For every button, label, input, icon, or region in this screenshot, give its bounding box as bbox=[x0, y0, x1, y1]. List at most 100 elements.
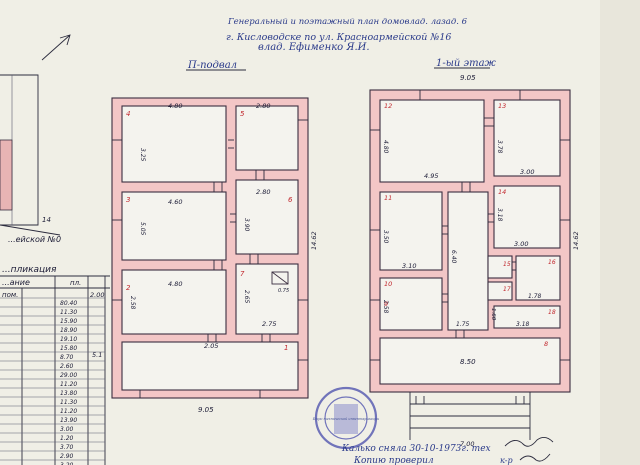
basement-dim-505: 5.05 bbox=[139, 222, 146, 236]
table-rows: 80.4011.3015.9018.9019.1015.808.702.6029… bbox=[0, 297, 105, 465]
table-cell-area: 80.40 bbox=[60, 300, 77, 307]
floor1-room-num-17: 17 bbox=[503, 286, 511, 293]
footer-note-1: Калько сняла 30-10-1973г. тех bbox=[341, 444, 491, 454]
floor1-right-height: 14.62 bbox=[572, 231, 580, 250]
header-line-3: влад. Ефименко Я.И. bbox=[258, 42, 370, 53]
basement-room-5-width: 2.80 bbox=[256, 102, 270, 110]
floor1-dim-480: 4.80 bbox=[382, 140, 389, 154]
table-cell-area: 18.90 bbox=[60, 327, 77, 334]
table-title: ...пликация bbox=[2, 265, 57, 275]
basement-room-3-width: 4.60 bbox=[168, 198, 182, 206]
basement-room-4-width: 4.80 bbox=[168, 102, 182, 110]
basement-stair-box bbox=[271, 271, 289, 285]
floor1-room-12-width: 4.95 bbox=[424, 172, 438, 180]
basement-dim-075: 0.75 bbox=[278, 288, 289, 294]
stamp-center-mark bbox=[334, 404, 358, 434]
stamp-text: Бюро технической инвентаризации bbox=[312, 417, 380, 421]
basement-dim-390: 3.90 bbox=[243, 218, 250, 232]
table-cell-area: 2.60 bbox=[60, 363, 74, 370]
floor1-room-num-9: 9 bbox=[384, 300, 388, 308]
floor1-room-8 bbox=[379, 337, 561, 385]
site-building bbox=[0, 139, 13, 211]
site-street-line bbox=[0, 224, 61, 236]
floor1-room-13 bbox=[493, 99, 561, 177]
floor1-room-12 bbox=[379, 99, 485, 183]
floor1-dim-318: 3.18 bbox=[496, 208, 503, 222]
floor1-room-14-width: 3.00 bbox=[514, 240, 528, 248]
paper-shadow bbox=[600, 0, 640, 465]
basement-room-6-width: 2.80 bbox=[256, 188, 270, 196]
floor1-top-width: 9.05 bbox=[460, 74, 476, 82]
floor1-room-16 bbox=[515, 255, 561, 301]
basement-door-marks bbox=[112, 119, 308, 398]
signature-2 bbox=[519, 453, 551, 462]
site-mark-14: 14 bbox=[42, 216, 51, 224]
table-cell-area: 13.90 bbox=[60, 417, 77, 424]
table-mark-1: 5.1 bbox=[92, 351, 102, 359]
table-cell-area: 13.80 bbox=[60, 390, 77, 397]
signature-1 bbox=[504, 437, 554, 447]
table-cell-area: 29.00 bbox=[60, 372, 77, 379]
floor1-dim-700: 7.00 bbox=[460, 440, 474, 448]
floor1-room-14 bbox=[493, 185, 561, 249]
floor1-dim-258: 2.58 bbox=[382, 300, 389, 314]
basement-room-num-3: 3 bbox=[126, 196, 130, 204]
floor1-room-num-14: 14 bbox=[498, 188, 506, 196]
basement-room-1 bbox=[121, 341, 299, 391]
floor1-room-num-18: 18 bbox=[548, 309, 556, 316]
floor1-dim-160: 1.60 bbox=[490, 308, 496, 321]
floor1-room-9-width: 1.75 bbox=[456, 321, 470, 328]
table-cell-area: 19.10 bbox=[60, 336, 77, 343]
basement-room-num-7: 7 bbox=[240, 270, 245, 278]
floor1-room-16-width: 1.78 bbox=[528, 293, 542, 300]
basement-plan: П-подвал 4 5 3 bbox=[111, 60, 318, 414]
floor1-room-num-10: 10 bbox=[384, 280, 392, 288]
table-head-cell-1: пл. bbox=[70, 279, 81, 287]
basement-dim-205: 2.05 bbox=[204, 342, 218, 350]
table-cell-area: 11.20 bbox=[60, 381, 77, 388]
basement-room-5 bbox=[235, 105, 299, 171]
floor1-title: 1-ый этаж bbox=[436, 58, 497, 69]
table-cell-area: 11.30 bbox=[60, 399, 77, 406]
floor1-dim-350: 3.50 bbox=[382, 230, 389, 244]
floor1-room-15 bbox=[487, 255, 513, 279]
footer-sign-2: к-р bbox=[500, 456, 513, 465]
floor1-room-num-8: 8 bbox=[544, 340, 548, 348]
floor1-room-10 bbox=[379, 277, 443, 331]
basement-dim-325: 3.25 bbox=[139, 148, 146, 162]
header-line-1: Генеральный и поэтажный план домовлад. л… bbox=[227, 17, 468, 27]
basement-room-4 bbox=[121, 105, 227, 183]
floor1-room-num-11: 11 bbox=[384, 194, 392, 202]
basement-room-3 bbox=[121, 191, 227, 261]
north-arrow-icon bbox=[41, 34, 71, 61]
floor1-room-8-width: 8.50 bbox=[460, 358, 476, 366]
basement-dim-258: 2.58 bbox=[129, 296, 136, 310]
basement-bottom-width: 9.05 bbox=[198, 406, 214, 414]
basement-room-num-6: 6 bbox=[288, 196, 293, 204]
footer-note-2: Копию проверил bbox=[353, 456, 434, 465]
header-line-2: г. Кисловодске по ул. Красноармейской №1… bbox=[226, 32, 451, 43]
floor1-corridor bbox=[447, 191, 489, 331]
site-street-label: ...ейской №0 bbox=[8, 235, 61, 244]
basement-room-num-4: 4 bbox=[126, 110, 130, 118]
table-mark-0: 2.00 bbox=[90, 291, 104, 299]
floor1-door-marks bbox=[370, 90, 570, 361]
table-cell-area: 3.20 bbox=[60, 462, 74, 465]
floor1-room-11-width: 3.10 bbox=[402, 262, 416, 270]
basement-room-num-2: 2 bbox=[126, 284, 131, 292]
basement-room-num-1: 1 bbox=[284, 344, 288, 352]
site-plot-outline bbox=[0, 74, 39, 226]
floor1-room-18-width: 3.18 bbox=[516, 321, 530, 328]
floor1-room-13-width: 3.00 bbox=[520, 168, 534, 176]
table-cell-area: 2.90 bbox=[60, 453, 74, 460]
floor1-room-11 bbox=[379, 191, 443, 271]
basement-right-height: 14.62 bbox=[310, 231, 318, 250]
table-col-heading: ...ание bbox=[2, 278, 30, 287]
floor1-room-17 bbox=[487, 281, 513, 301]
floor1-room-num-12: 12 bbox=[384, 102, 392, 110]
floor1-porch bbox=[409, 392, 531, 440]
table-cell-area: 11.20 bbox=[60, 408, 77, 415]
table-head-cell-0: пом. bbox=[2, 291, 18, 299]
floor1-dim-640: 6.40 bbox=[450, 250, 457, 264]
